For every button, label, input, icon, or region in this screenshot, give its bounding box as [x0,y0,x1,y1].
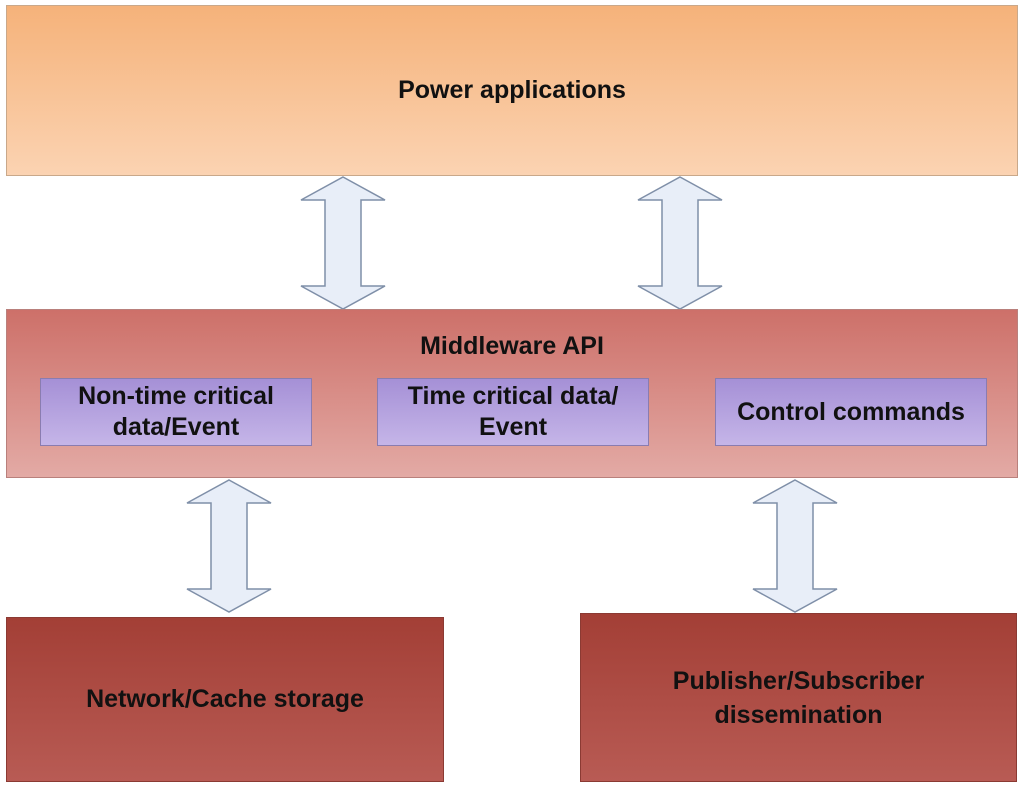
pubsub-line: dissemination [714,700,883,729]
power-applications-label: Power applications [398,76,626,104]
middleware-api-title: Middleware API [420,332,604,360]
double-arrow-icon [300,176,386,310]
block-line: Control commands [737,397,965,426]
block-line: Non-time critical [78,382,274,410]
pubsub-line: Publisher/Subscriber [672,666,925,695]
network-cache-storage-box: Network/Cache storage [6,617,444,782]
power-applications-box: Power applications [6,5,1018,176]
time-critical-block: Time critical data/ Event [377,378,649,446]
block-line: data/Event [112,413,240,441]
middleware-api-box: Middleware API Non-time critical data/Ev… [6,309,1018,478]
double-arrow-icon [752,479,838,613]
block-line: Time critical data/ [407,382,619,410]
block-line: Event [478,413,548,441]
non-time-critical-block: Non-time critical data/Event [40,378,312,446]
double-arrow-icon [186,479,272,613]
publisher-subscriber-box: Publisher/Subscriber dissemination [580,613,1017,782]
network-cache-storage-label: Network/Cache storage [86,685,364,713]
control-commands-block: Control commands [715,378,987,446]
double-arrow-icon [637,176,723,310]
